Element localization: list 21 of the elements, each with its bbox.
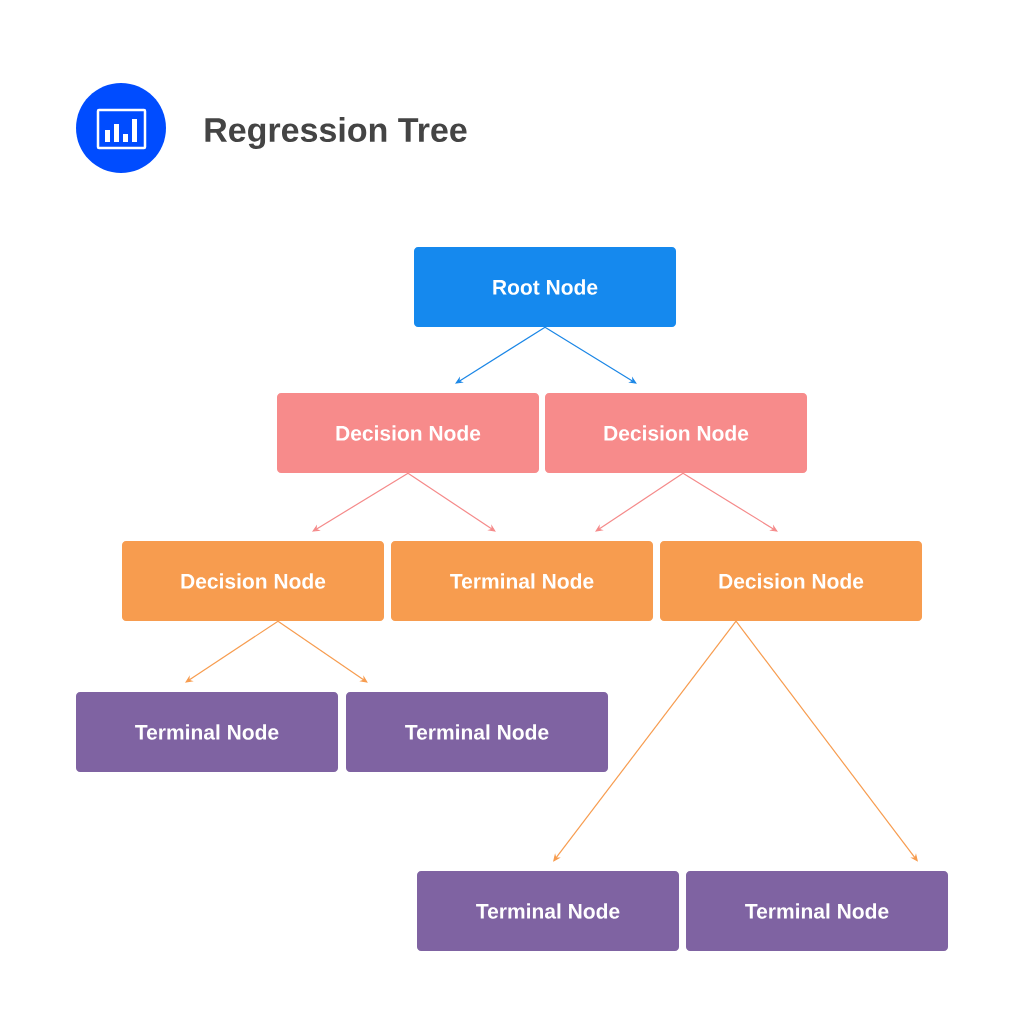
tree-node-box: Root Node — [414, 247, 676, 327]
arrow — [455, 326, 546, 384]
tree-node-box: Decision Node — [545, 393, 807, 473]
tree-node-box: Terminal Node — [76, 692, 338, 772]
tree-node-box: Terminal Node — [346, 692, 608, 772]
arrow — [595, 472, 684, 532]
tree-node-box: Decision Node — [122, 541, 384, 621]
arrow — [553, 620, 737, 862]
title: Regression Tree — [205, 117, 467, 149]
tree-node-box: Terminal Node — [417, 871, 679, 951]
arrow — [312, 472, 409, 532]
tree-node-box: Decision Node — [277, 393, 539, 473]
arrow — [682, 472, 778, 532]
arrow — [185, 620, 279, 683]
arrow — [407, 472, 496, 532]
arrow — [544, 326, 637, 384]
tree-node-box: Terminal Node — [391, 541, 653, 621]
arrow — [277, 620, 368, 683]
tree-node-box: Terminal Node — [686, 871, 948, 951]
tree-node-box: Decision Node — [660, 541, 922, 621]
arrow — [735, 620, 918, 862]
